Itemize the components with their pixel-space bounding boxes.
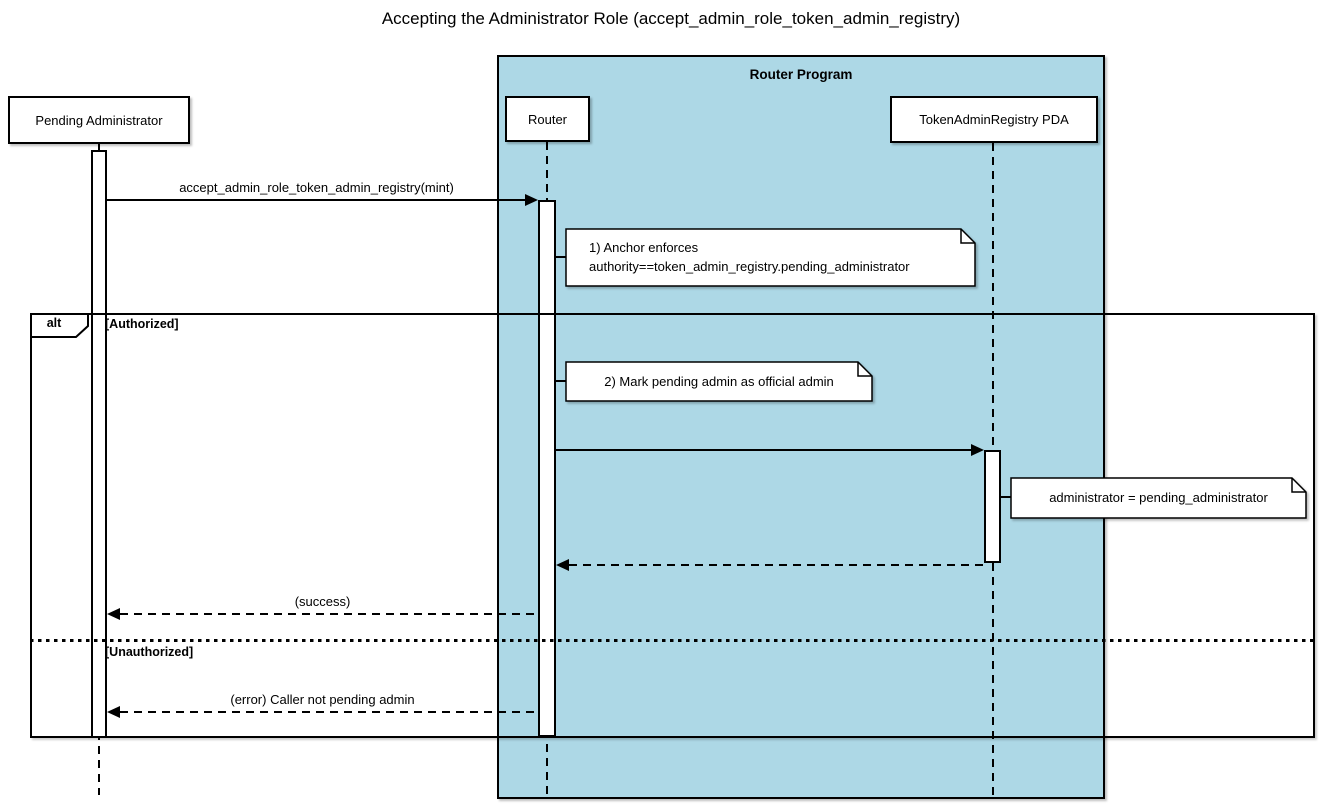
return-error-line	[120, 711, 538, 713]
arrowhead-left-icon	[107, 706, 120, 718]
note-mark-admin: 2) Mark pending admin as official admin	[565, 361, 873, 402]
note-anchor-enforces-line2: authority==token_admin_registry.pending_…	[589, 259, 910, 274]
message-call-label: accept_admin_role_token_admin_registry(m…	[179, 180, 454, 195]
note-set-admin: administrator = pending_administrator	[1010, 477, 1307, 519]
participant-pending-administrator: Pending Administrator	[8, 96, 190, 144]
arrowhead-right-icon	[525, 194, 538, 206]
return-success-label: (success)	[294, 594, 351, 609]
participant-pending-administrator-label: Pending Administrator	[35, 112, 163, 128]
participant-router: Router	[505, 96, 590, 142]
page-title: Accepting the Administrator Role (accept…	[381, 9, 961, 28]
note-connector	[556, 256, 568, 258]
participant-registry-pda-label: TokenAdminRegistry PDA	[919, 112, 1069, 127]
router-program-container: Router Program	[497, 55, 1105, 799]
message-call-line	[107, 199, 526, 201]
note-shape-icon	[1010, 477, 1307, 519]
guard-unauthorized: [Unauthorized]	[105, 645, 194, 659]
alt-divider	[30, 639, 1315, 642]
note-shape-icon	[565, 361, 873, 402]
activation-registry-pda	[984, 450, 1001, 563]
alt-operator-badge: alt	[30, 313, 90, 344]
arrowhead-left-icon	[107, 608, 120, 620]
alt-frame	[30, 313, 1315, 738]
note-anchor-enforces-line1: 1) Anchor enforces	[589, 240, 699, 255]
router-program-label: Router Program	[749, 67, 853, 82]
guard-authorized: [Authorized]	[105, 317, 179, 331]
arrowhead-left-icon	[556, 559, 569, 571]
arrowhead-right-icon	[971, 444, 984, 456]
note-connector	[1001, 496, 1013, 498]
return-registry-line	[569, 564, 984, 566]
alt-pentagon-icon	[30, 313, 89, 338]
note-set-admin-line1: administrator = pending_administrator	[1049, 490, 1268, 505]
participant-router-label: Router	[527, 111, 568, 127]
note-mark-admin-line1: 2) Mark pending admin as official admin	[604, 374, 834, 389]
note-shape-icon	[565, 228, 976, 287]
note-connector	[556, 380, 568, 382]
note-anchor-enforces: 1) Anchor enforces authority==token_admi…	[565, 228, 976, 287]
message-update-line	[556, 449, 972, 451]
participant-registry-pda: TokenAdminRegistry PDA	[890, 96, 1098, 143]
return-success-line	[120, 613, 538, 615]
alt-operator-label: alt	[46, 316, 62, 330]
return-error-label: (error) Caller not pending admin	[230, 692, 415, 707]
